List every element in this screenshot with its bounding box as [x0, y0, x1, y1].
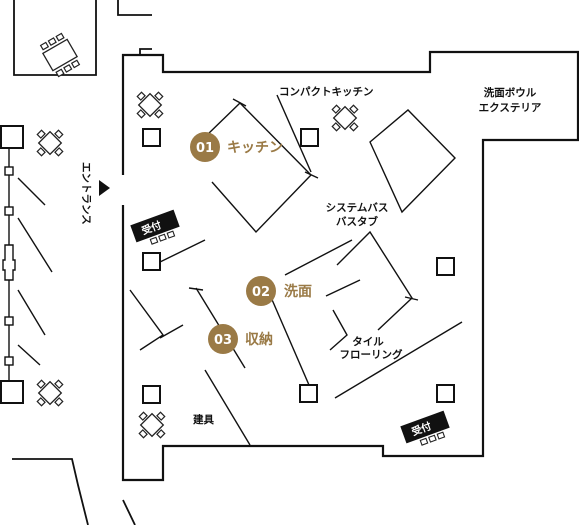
table-set-icon [138, 411, 166, 439]
rail-post [4, 316, 14, 326]
basin-label: 洗面ボウル [484, 86, 537, 99]
bath-booth-wall [336, 230, 413, 331]
tile-partition [334, 321, 463, 399]
bathtub-label: バスタブ [336, 215, 378, 228]
section-badge-02: 02 洗面 [246, 276, 312, 306]
partition [17, 217, 53, 273]
tile-booth-wall [329, 309, 348, 351]
kitchen-partition [276, 94, 312, 173]
entrance-arrow-icon [99, 180, 110, 196]
basin-booth-wall [369, 109, 456, 214]
corridor-wall-top-left [13, 0, 97, 76]
section-number: 03 [214, 333, 232, 348]
exhibition-outer-wall [121, 50, 579, 482]
system-bath-label: システムバス [326, 202, 389, 214]
pillar [142, 385, 161, 404]
pillar [299, 384, 318, 403]
section-number: 01 [196, 141, 214, 156]
section-label: 洗面 [284, 283, 312, 300]
pillar [0, 380, 24, 404]
fittings-partition [204, 369, 251, 446]
kitchen-booth-tick [232, 98, 247, 107]
partition [17, 177, 46, 206]
reception-desk-left: 受付 [130, 209, 180, 245]
table-set-icon [36, 129, 64, 157]
corridor-wall-bottom [12, 458, 89, 525]
pillar [142, 252, 161, 271]
rail-post [4, 166, 14, 176]
rail-post [4, 206, 14, 216]
kitchen-booth-tick [304, 171, 319, 179]
section-badge-03: 03 収納 [208, 324, 273, 354]
bath-partition [325, 279, 361, 297]
partition [129, 289, 165, 351]
flooring-label: フローリング [340, 348, 403, 361]
pillar [436, 384, 455, 403]
pillar [142, 128, 161, 147]
pillar [0, 125, 24, 149]
tile-label: タイル [352, 336, 384, 348]
section-label: キッチン [227, 140, 283, 156]
bath-booth-tick [404, 296, 419, 301]
table-set-icon [39, 32, 81, 78]
storage-tick [188, 287, 204, 291]
door-notch [139, 48, 152, 55]
table-set-icon [36, 379, 64, 407]
fittings-label: 建具 [192, 413, 214, 426]
exterior-label: エクステリア [479, 102, 542, 114]
corridor-wall-bottom-right [122, 499, 136, 525]
section-label: 収納 [245, 331, 273, 348]
bath-partition [284, 239, 353, 276]
pillar [300, 128, 319, 147]
partition [159, 239, 206, 263]
table-set-icon [136, 91, 164, 119]
table-set-icon [331, 104, 359, 132]
compact-kitchen-label: コンパクトキッチン [279, 86, 374, 98]
rail-gate [2, 244, 16, 281]
section-number: 02 [252, 285, 270, 300]
section-badge-01: 01 キッチン [190, 132, 283, 162]
pillar [436, 257, 455, 276]
partition [17, 289, 46, 336]
entrance-label: エントランス [80, 162, 92, 225]
partition [17, 344, 41, 366]
kitchen-booth-wall [206, 102, 312, 234]
rail-post [4, 356, 14, 366]
partition [159, 324, 184, 339]
reception-desk-right: 受付 [400, 410, 450, 446]
washroom-partition [269, 294, 310, 386]
corridor-wall-top-right [117, 0, 152, 16]
